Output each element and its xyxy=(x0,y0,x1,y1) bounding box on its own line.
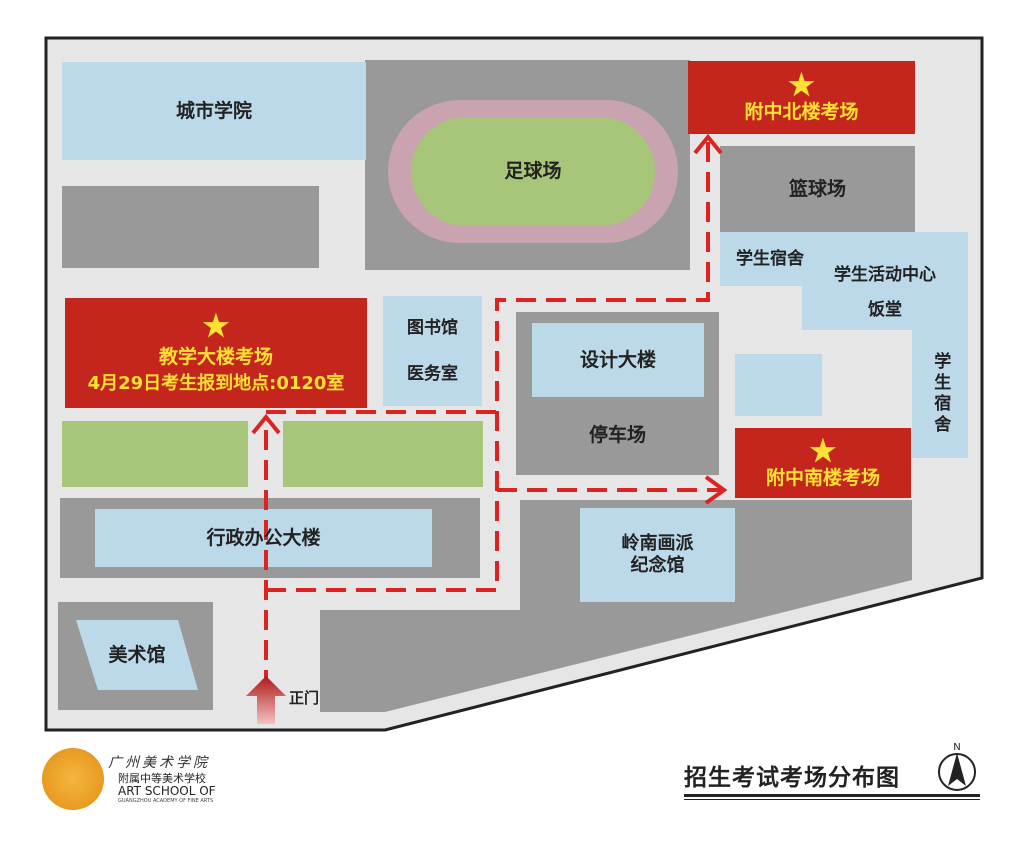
north-exam-label: 附中北楼考场 xyxy=(744,101,859,124)
art-museum-building xyxy=(76,620,198,690)
lawn-west xyxy=(62,421,248,487)
registration-label: 4月29日考生报到地点:0120室 xyxy=(87,372,345,394)
south-exam-building xyxy=(735,428,911,498)
activity-center-building xyxy=(802,232,968,330)
memorial-label: 岭南画派纪念馆 xyxy=(621,533,694,576)
football-field xyxy=(411,117,655,226)
star-icon: ★ xyxy=(809,433,837,469)
school-name-cn: 附属中等美术学校 xyxy=(118,772,206,785)
activity-center-label: 学生活动中心 xyxy=(834,264,936,285)
library-label: 图书馆 xyxy=(407,317,458,338)
school-calligraphy-logo: 广州美术学院 xyxy=(108,755,210,771)
canteen-label: 饭堂 xyxy=(868,299,902,320)
admin-building-label: 行政办公大楼 xyxy=(206,526,321,549)
football-field-label: 足球场 xyxy=(504,160,562,183)
north-exam-building xyxy=(688,61,915,134)
route-arrowheads xyxy=(251,133,728,505)
route-segment-cross xyxy=(266,140,710,592)
design-building-label: 设计大楼 xyxy=(579,348,656,371)
teaching-exam-label-group: ★ 教学大楼考场 4月29日考生报到地点:0120室 xyxy=(65,298,367,408)
south-exam-label-group: ★ 附中南楼考场 xyxy=(735,428,911,498)
teaching-exam-building xyxy=(65,298,367,408)
memorial-building xyxy=(580,508,735,602)
lawn-east xyxy=(283,421,483,487)
north-arrow-icon: N xyxy=(938,742,976,791)
parking-label: 停车场 xyxy=(588,423,646,446)
dorm-label-vertical: 学生宿舍 xyxy=(930,352,951,436)
city-college-building xyxy=(62,62,366,160)
title-underline-thin xyxy=(684,799,980,800)
city-college-gray-block xyxy=(62,186,319,268)
teaching-exam-label: 教学大楼考场 xyxy=(158,345,273,368)
admin-building xyxy=(95,509,432,567)
star-icon: ★ xyxy=(202,308,230,344)
arrowhead-teaching xyxy=(251,413,281,435)
basketball-label: 篮球场 xyxy=(788,177,846,200)
south-exam-label: 附中南楼考场 xyxy=(765,466,880,489)
clinic-label: 医务室 xyxy=(407,363,458,384)
art-museum-label: 美术馆 xyxy=(108,643,166,666)
design-building xyxy=(532,323,704,397)
small-blue-building xyxy=(735,354,822,416)
route-path xyxy=(264,140,722,690)
city-college-label: 城市学院 xyxy=(175,99,252,122)
north-exam-label-group: ★ 附中北楼考场 xyxy=(688,61,915,134)
south-gray-block xyxy=(320,500,912,712)
dorm-label-1: 学生宿舍 xyxy=(736,248,804,269)
school-name-en-small: GUANGZHOU ACADEMY OF FINE ARTS xyxy=(118,798,214,804)
school-name-en: ART SCHOOL OF xyxy=(118,784,216,798)
star-icon: ★ xyxy=(788,68,815,104)
north-arrow-letter: N xyxy=(953,742,960,753)
map-title: 招生考试考场分布图 xyxy=(684,765,900,791)
title-underline xyxy=(684,794,980,797)
school-emblem-logo xyxy=(42,748,104,810)
main-gate-label: 正门 xyxy=(288,689,319,707)
library-building xyxy=(383,296,482,406)
arrowhead-north-exam xyxy=(693,133,723,155)
dorm-building-vertical xyxy=(912,330,968,458)
main-gate-arrow-icon xyxy=(246,676,286,724)
basketball-court-block xyxy=(720,146,915,232)
arrowhead-south-exam xyxy=(704,475,728,505)
